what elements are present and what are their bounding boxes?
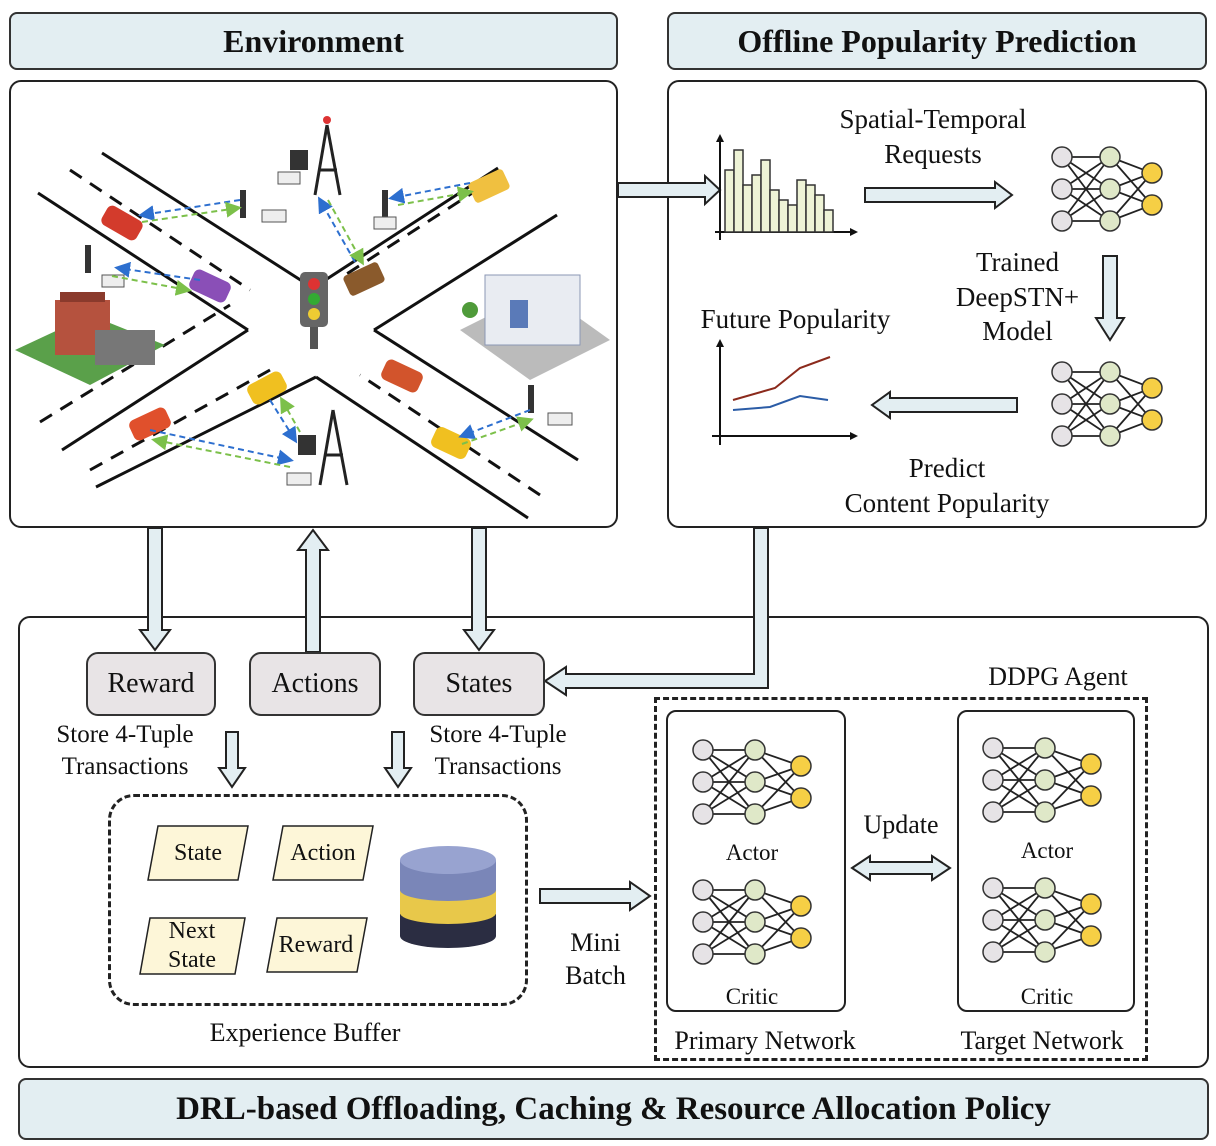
update-label: Update <box>863 810 939 839</box>
cell-tower-top-icon <box>313 116 342 196</box>
requests-label-line1: Spatial-Temporal <box>839 104 1027 134</box>
requests-histogram-icon <box>715 134 858 240</box>
minibatch-label: Mini Batch <box>548 926 643 993</box>
predict-label: Predict Content Popularity <box>822 451 1072 520</box>
experience-buffer-label: Experience Buffer <box>209 1018 401 1047</box>
deepstn-net-bottom-icon <box>1051 361 1163 447</box>
buffer-next-line1: Next <box>168 918 216 945</box>
requests-arrow <box>864 179 1014 211</box>
target-network-label: Target Network <box>960 1026 1124 1055</box>
model-label-line2: DeepSTN+ <box>955 281 1080 312</box>
env-to-states-arrow <box>462 527 496 652</box>
actions-pill-label: Actions <box>271 668 359 699</box>
ddpg-agent-box <box>654 697 1148 1061</box>
communication-links <box>111 182 534 468</box>
hospital-icon <box>460 274 610 380</box>
predict-label-line2: Content Popularity <box>844 487 1050 518</box>
store-right-line1: Store 4-Tuple <box>429 721 567 748</box>
future-popularity-plot-icon <box>712 339 858 445</box>
offline-prediction-header: Offline Popularity Prediction <box>667 12 1207 70</box>
store-left-arrow <box>217 731 247 789</box>
model-label-line3: Model <box>982 316 1053 347</box>
states-pill: States <box>413 652 545 716</box>
minibatch-arrow <box>539 880 652 912</box>
buffer-next-line2: State <box>168 947 216 973</box>
target-actor-label: Actor <box>1020 838 1074 863</box>
primary-critic-label: Critic <box>725 984 779 1009</box>
offline-to-states-arrow <box>543 527 769 697</box>
predict-label-line1: Predict <box>908 453 986 483</box>
primary-actor-net-icon <box>692 739 812 825</box>
primary-actor-label: Actor <box>725 840 779 865</box>
target-critic-net-icon <box>982 877 1102 963</box>
experience-buffer-box <box>108 794 528 1006</box>
deepstn-net-top-icon <box>1051 146 1163 232</box>
model-label: Trained DeepSTN+ Model <box>935 245 1100 349</box>
requests-label: Spatial-Temporal Requests <box>822 102 1044 171</box>
environment-title: Environment <box>223 22 404 59</box>
actions-pill: Actions <box>249 652 381 716</box>
offline-prediction-title: Offline Popularity Prediction <box>737 22 1137 59</box>
primary-network-box <box>666 710 846 1012</box>
update-arrow <box>850 854 952 882</box>
model-label-line1: Trained <box>975 247 1059 277</box>
store-right-line2: Transactions <box>434 753 562 780</box>
store-left-label: Store 4-Tuple Transactions <box>40 719 210 783</box>
primary-network-label: Primary Network <box>674 1026 856 1055</box>
reward-pill: Reward <box>86 652 216 716</box>
database-icon <box>400 846 496 948</box>
buffer-next-state-card: Next State <box>143 916 241 976</box>
store-right-label: Store 4-Tuple Transactions <box>414 719 582 783</box>
trained-down-arrow <box>1094 255 1126 342</box>
environment-header: Environment <box>9 12 618 70</box>
target-critic-label: Critic <box>1020 984 1074 1009</box>
minibatch-line2: Batch <box>565 961 626 991</box>
actions-to-env-arrow <box>296 528 330 653</box>
policy-title: DRL-based Offloading, Caching & Resource… <box>176 1090 1051 1127</box>
store-left-line1: Store 4-Tuple <box>56 721 194 748</box>
predict-arrow <box>870 390 1018 420</box>
reward-pill-label: Reward <box>107 668 195 699</box>
buffer-action-card: Action <box>290 839 356 866</box>
building-left-icon <box>15 292 165 385</box>
buffer-state-card: State <box>174 839 222 866</box>
primary-critic-net-icon <box>692 879 812 965</box>
minibatch-line1: Mini <box>570 928 621 957</box>
env-to-offline-arrow <box>617 173 722 207</box>
base-stations <box>85 150 573 486</box>
buffer-reward-card: Reward <box>278 931 354 958</box>
ddpg-agent-label: DDPG Agent <box>988 662 1128 691</box>
env-to-reward-arrow <box>138 527 172 652</box>
future-popularity-label: Future Popularity <box>700 304 891 334</box>
cell-tower-bottom-icon <box>318 409 349 486</box>
vehicles <box>101 169 510 460</box>
target-actor-net-icon <box>982 737 1102 823</box>
states-pill-label: States <box>445 668 513 699</box>
traffic-light-icon <box>300 272 328 349</box>
store-right-arrow <box>383 731 413 789</box>
policy-header: DRL-based Offloading, Caching & Resource… <box>18 1078 1209 1140</box>
store-left-line2: Transactions <box>61 753 189 780</box>
target-network-box <box>957 710 1135 1012</box>
requests-label-line2: Requests <box>884 138 982 169</box>
